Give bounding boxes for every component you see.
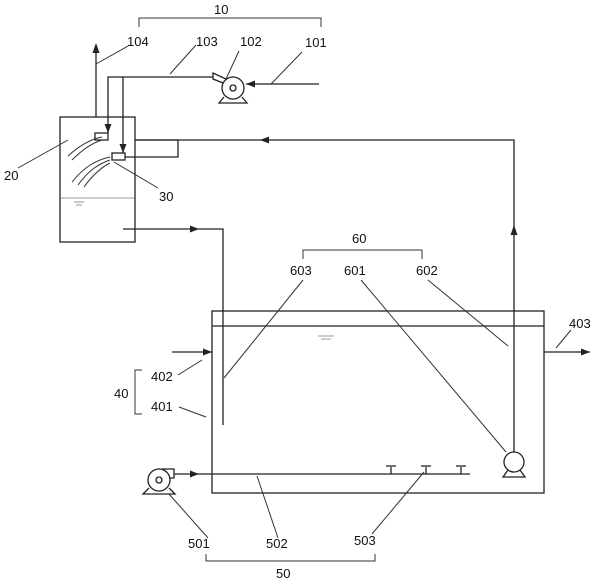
overflow-pipe-603: [123, 228, 224, 425]
nozzle-upper: [94, 132, 109, 141]
label-30: 30: [159, 189, 173, 204]
air-pipe-103: [107, 76, 213, 133]
label-104: 104: [127, 34, 149, 49]
label-20: 20: [4, 168, 18, 183]
return-arrow-horizontal: [260, 136, 269, 144]
label-503: 503: [354, 533, 376, 548]
label-50: 50: [276, 566, 290, 581]
return-pipe: [135, 139, 515, 452]
exhaust-arrow: [92, 43, 100, 53]
label-603: 603: [290, 263, 312, 278]
leader-lines: [17, 44, 572, 539]
label-40: 40: [114, 386, 128, 401]
aerator-arrow: [190, 470, 199, 478]
label-403: 403: [569, 316, 591, 331]
blower-102: [212, 71, 249, 104]
label-502: 502: [266, 536, 288, 551]
pump-601: [501, 451, 527, 478]
inlet-arrow: [203, 348, 212, 356]
label-401: 401: [151, 399, 173, 414]
vessel-20-water-mark: [74, 201, 84, 206]
label-102: 102: [240, 34, 262, 49]
label-402: 402: [151, 369, 173, 384]
nozzle-lower: [111, 152, 126, 161]
bracket-10: [138, 17, 322, 27]
overflow-arrow: [190, 225, 199, 233]
label-103: 103: [196, 34, 218, 49]
main-tank-water-mark: [318, 335, 334, 340]
vessel-20: [59, 116, 136, 243]
label-101: 101: [305, 35, 327, 50]
air-pipe-arrow-1: [104, 124, 112, 133]
spray-jets: [67, 136, 111, 188]
label-60: 60: [352, 231, 366, 246]
bracket-40: [134, 369, 142, 415]
main-tank: [211, 310, 545, 494]
lower-nozzle-feed: [125, 139, 179, 158]
air-inlet-arrow: [246, 80, 255, 88]
label-10: 10: [214, 2, 228, 17]
bracket-50: [205, 554, 376, 562]
label-602: 602: [416, 263, 438, 278]
diffusers-503: [386, 465, 466, 474]
return-arrow-vertical: [510, 225, 518, 235]
label-501: 501: [188, 536, 210, 551]
blower-501: [141, 468, 177, 495]
outlet-arrow: [581, 348, 590, 356]
bracket-60: [302, 249, 423, 259]
air-pipe-arrow-2: [119, 144, 127, 153]
label-601: 601: [344, 263, 366, 278]
